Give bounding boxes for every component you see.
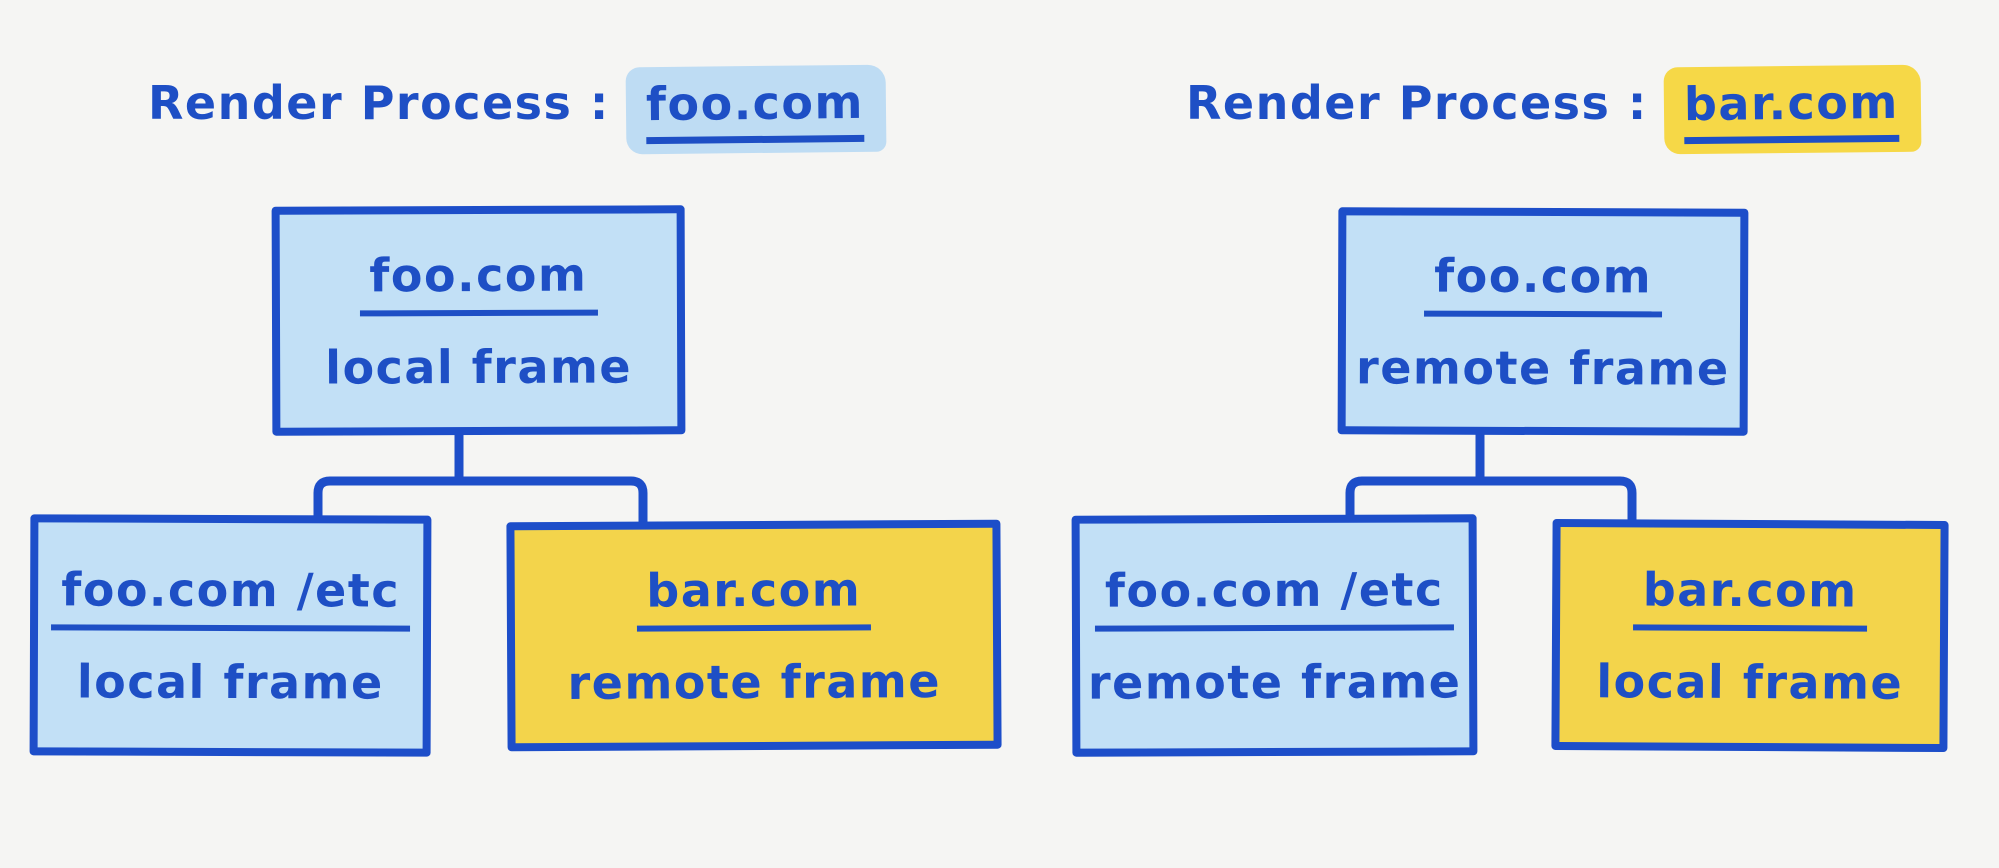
frame-node-bar-child-etc: foo.com /etc remote frame: [1071, 514, 1478, 757]
frame-domain: bar.com: [636, 561, 872, 632]
frame-domain: foo.com /etc: [51, 561, 411, 632]
frame-domain: foo.com: [359, 247, 598, 316]
frame-domain: bar.com: [1632, 561, 1868, 632]
title-domain-highlight: foo.com: [625, 64, 887, 155]
title-prefix: Render Process :: [1186, 76, 1648, 130]
frame-node-bar-root: foo.com remote frame: [1337, 207, 1749, 436]
frame-domain: foo.com: [1424, 248, 1663, 317]
frame-node-foo-child-bar: bar.com remote frame: [506, 519, 1002, 752]
render-process-title-foo: Render Process : foo.com: [148, 64, 887, 155]
render-process-title-bar: Render Process : bar.com: [1186, 64, 1922, 155]
frame-domain: foo.com /etc: [1094, 561, 1454, 632]
frame-type: remote frame: [1355, 339, 1730, 396]
bar-tree-connector: [1345, 428, 1637, 527]
frame-type: remote frame: [1087, 653, 1462, 710]
frame-type: local frame: [1596, 653, 1904, 710]
frame-node-bar-child-bar: bar.com local frame: [1551, 518, 1949, 753]
frame-type: local frame: [325, 338, 633, 395]
frame-node-foo-child-etc: foo.com /etc local frame: [29, 514, 432, 757]
title-domain: bar.com: [1683, 74, 1900, 145]
title-domain: foo.com: [645, 74, 865, 145]
title-prefix: Render Process :: [148, 76, 610, 130]
frame-type: local frame: [76, 653, 384, 710]
title-domain-highlight: bar.com: [1663, 64, 1922, 155]
foo-tree-connector: [313, 428, 648, 527]
frame-type: remote frame: [567, 653, 942, 710]
frame-node-foo-root: foo.com local frame: [271, 205, 686, 436]
